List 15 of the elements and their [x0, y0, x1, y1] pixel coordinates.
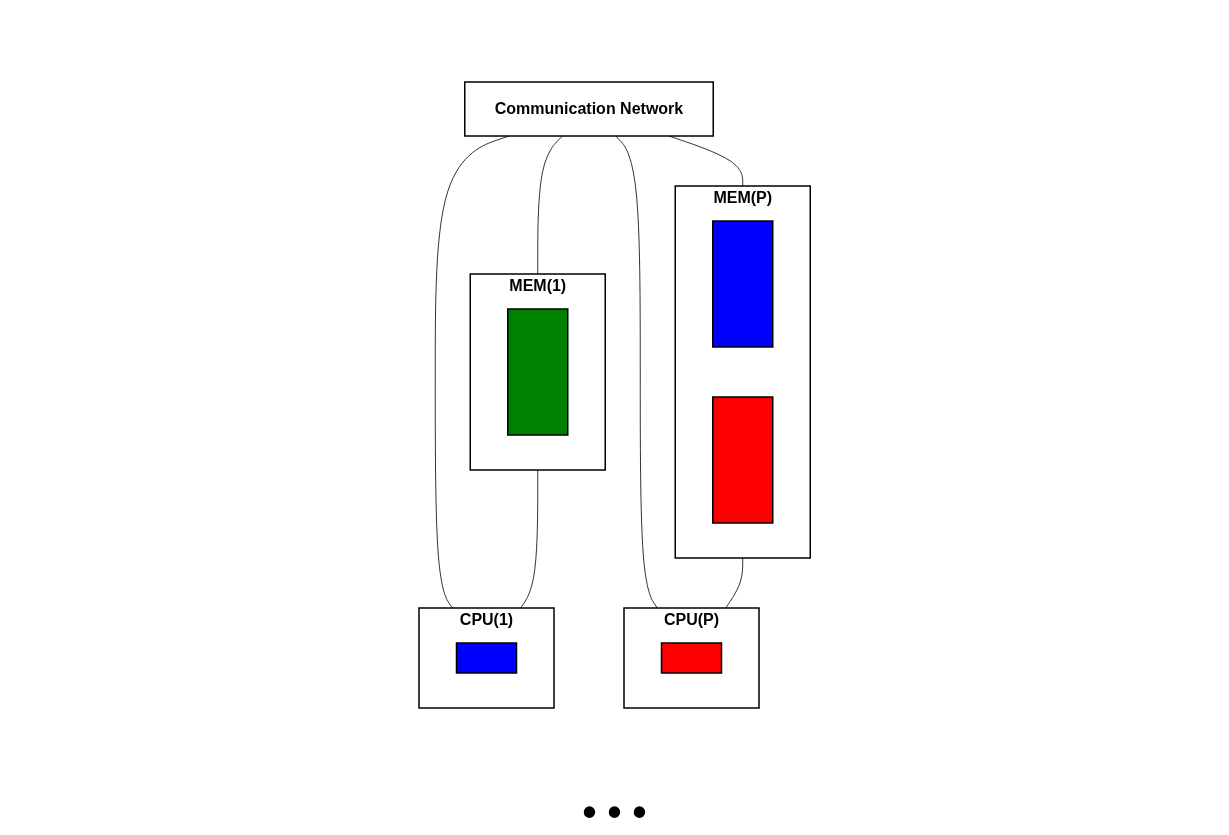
- cluster: MEM(1): [469, 273, 606, 471]
- node-bar: [711, 396, 774, 524]
- ellipsis-dots: • • •: [582, 790, 647, 834]
- node-box: [455, 642, 518, 674]
- cluster: MEM(P): [674, 185, 811, 559]
- cluster: CPU(P): [623, 607, 760, 709]
- node-bar: [506, 308, 569, 436]
- connector: [537, 135, 563, 275]
- connector: [615, 135, 658, 609]
- cluster: CPU(1): [418, 607, 555, 709]
- node-box: [660, 642, 723, 674]
- node-bar: [711, 220, 774, 348]
- connector: [725, 557, 744, 609]
- connector: [520, 469, 539, 609]
- node-box: Communication Network: [463, 81, 714, 137]
